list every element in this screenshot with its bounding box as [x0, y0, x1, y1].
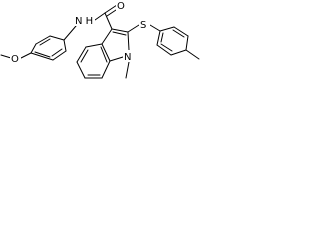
bond-benzo-c [76, 61, 86, 79]
bond-c3-c2 [111, 28, 129, 33]
amide-nitrogen-label: N H [75, 16, 93, 27]
bond-ring3-b [156, 44, 172, 56]
structure-diagram: O N H O S N [0, 0, 207, 95]
bond-ring1-f [30, 52, 54, 61]
bond-ring3-a [156, 30, 161, 46]
molecule-structure: O N H O S N [0, 0, 200, 79]
bond-ring3-inner-3 [160, 32, 164, 43]
indole-nitrogen-label: N [124, 52, 131, 63]
bond-n-methyl [125, 61, 130, 79]
bond-s-aryl [149, 24, 161, 32]
bond-carbonyl-o-1 [104, 4, 118, 14]
bond-ring3-d [185, 35, 189, 51]
bond-ring1-e [52, 50, 67, 61]
bond-ring3-f [159, 26, 175, 32]
bond-benzo-b [76, 46, 87, 63]
bond-benzo-e [101, 60, 111, 79]
bond-ring3-inner-1 [160, 43, 173, 52]
bond-ring3-e [173, 26, 189, 37]
bond-ring1-d [63, 39, 67, 52]
bond-tolyl-methyl [185, 49, 200, 60]
bond-methyl-o [0, 54, 12, 59]
bond-c7a-c3a [101, 43, 111, 62]
bond-c2-n1 [127, 31, 130, 51]
sulfur-label: S [140, 20, 146, 31]
bond-ring1-a [30, 43, 37, 54]
bond-c2-s [127, 24, 140, 33]
bond-benzo-inner-1 [80, 49, 89, 63]
bond-carbonyl-c3 [104, 12, 113, 30]
bond-o-aryl [20, 52, 32, 59]
bond-aryl-nh [63, 25, 77, 41]
bond-ring1-b [35, 35, 51, 45]
bond-benzo-inner-3 [100, 46, 108, 63]
bond-ring3-inner-2 [172, 29, 185, 38]
bond-c3-c2-inner [112, 31, 127, 36]
bond-ring1-inner-3 [34, 51, 51, 58]
bond-n1-c7a [109, 56, 124, 62]
bond-ring3-c [170, 49, 187, 56]
carbonyl-oxygen-label: O [117, 1, 125, 12]
bond-ring1-inner-2 [51, 48, 63, 57]
bond-ring1-inner-1 [39, 38, 51, 46]
bond-c3a-c3 [101, 28, 113, 45]
methoxy-oxygen-label: O [11, 54, 19, 65]
bond-nh-carbonyl [94, 12, 106, 21]
bond-benzo-a [85, 43, 103, 48]
bond-ring1-c [49, 35, 65, 41]
